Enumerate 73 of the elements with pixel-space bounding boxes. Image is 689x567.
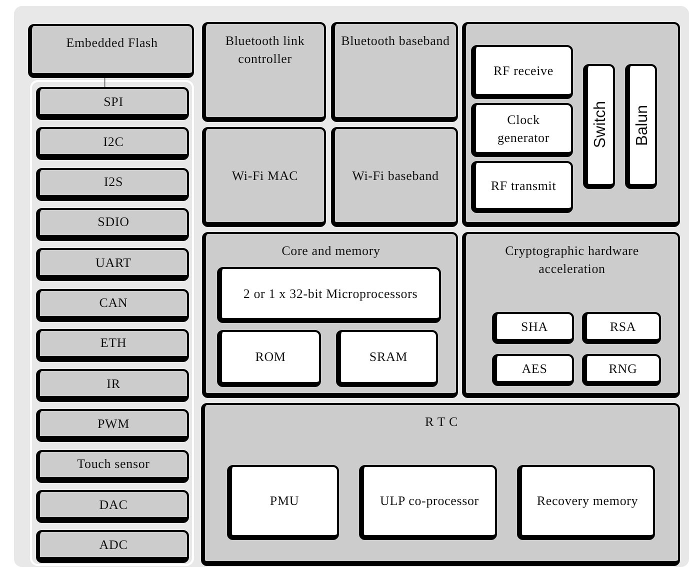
peripheral-box (36, 127, 189, 160)
block-label: PWM (96, 414, 131, 433)
block-label: UART (94, 254, 132, 272)
module-box (471, 45, 573, 99)
module-box (582, 354, 661, 386)
block-label: RF transmit (490, 176, 558, 194)
block-box (202, 22, 326, 122)
block-label: Recovery memory (536, 492, 640, 510)
block-label: SRAM (368, 348, 409, 366)
block-label: Bluetooth link controller (224, 32, 306, 68)
block-box (331, 22, 458, 122)
block-box (331, 127, 458, 227)
block-label: Switch (590, 100, 610, 151)
box-frame (462, 22, 680, 227)
module-box (625, 64, 657, 189)
block-label: Cryptographic hardware acceleration (504, 242, 640, 278)
block-label: I2C (102, 132, 125, 151)
module-box (227, 465, 339, 540)
module-box (217, 267, 441, 323)
box-frame (30, 80, 194, 566)
block-label: AES (520, 360, 548, 378)
peripheral-box (36, 369, 189, 402)
block-label: Bluetooth baseband (340, 32, 451, 50)
peripheral-box (36, 530, 189, 564)
block-label: ETH (99, 334, 128, 352)
block-label: RSA (608, 318, 638, 336)
block-box (202, 127, 326, 227)
module-box (359, 465, 497, 540)
block-box (28, 24, 194, 78)
block-box (462, 232, 680, 398)
block-label: Clock generator (496, 110, 550, 146)
block-label: ADC (98, 536, 129, 554)
connector-line (104, 78, 106, 88)
peripheral-box (36, 208, 189, 241)
block-label: Core and memory (280, 242, 382, 260)
block-label: RNG (608, 360, 638, 378)
peripheral-box (36, 168, 189, 201)
block-label: 2 or 1 x 32-bit Microprocessors (242, 284, 419, 302)
module-box (471, 161, 573, 213)
block-label: Wi-Fi MAC (230, 166, 300, 184)
module-box (492, 312, 574, 344)
block-label: SPI (102, 92, 124, 110)
block-label: SDIO (96, 213, 130, 232)
module-box (471, 103, 573, 157)
module-box (217, 330, 321, 387)
block-label: IR (106, 374, 122, 393)
block-label: Embedded Flash (65, 34, 159, 52)
block-label: Touch sensor (76, 455, 151, 474)
block-box (201, 403, 680, 566)
module-box (517, 465, 655, 540)
block-box (202, 232, 458, 398)
block-label: Balun (632, 104, 652, 148)
module-box (336, 330, 438, 387)
peripheral-box (36, 288, 189, 322)
peripheral-box (36, 450, 189, 483)
module-box (583, 64, 615, 189)
block-label: R T C (424, 413, 459, 431)
module-box (492, 354, 574, 386)
block-label: DAC (98, 496, 129, 514)
peripheral-box (36, 248, 189, 282)
peripheral-box (36, 490, 189, 523)
block-label: ROM (254, 348, 287, 366)
block-label: RF receive (492, 62, 554, 80)
peripheral-box (36, 87, 189, 120)
block-label: I2S (102, 173, 124, 192)
block-label: SHA (520, 318, 549, 336)
block-label: PMU (268, 492, 300, 510)
block-label: Wi-Fi baseband (351, 166, 440, 184)
peripheral-box (36, 409, 189, 442)
block-label: CAN (98, 294, 129, 312)
peripheral-box (36, 328, 189, 362)
module-box (582, 312, 661, 344)
block-label: ULP co-processor (379, 492, 480, 510)
